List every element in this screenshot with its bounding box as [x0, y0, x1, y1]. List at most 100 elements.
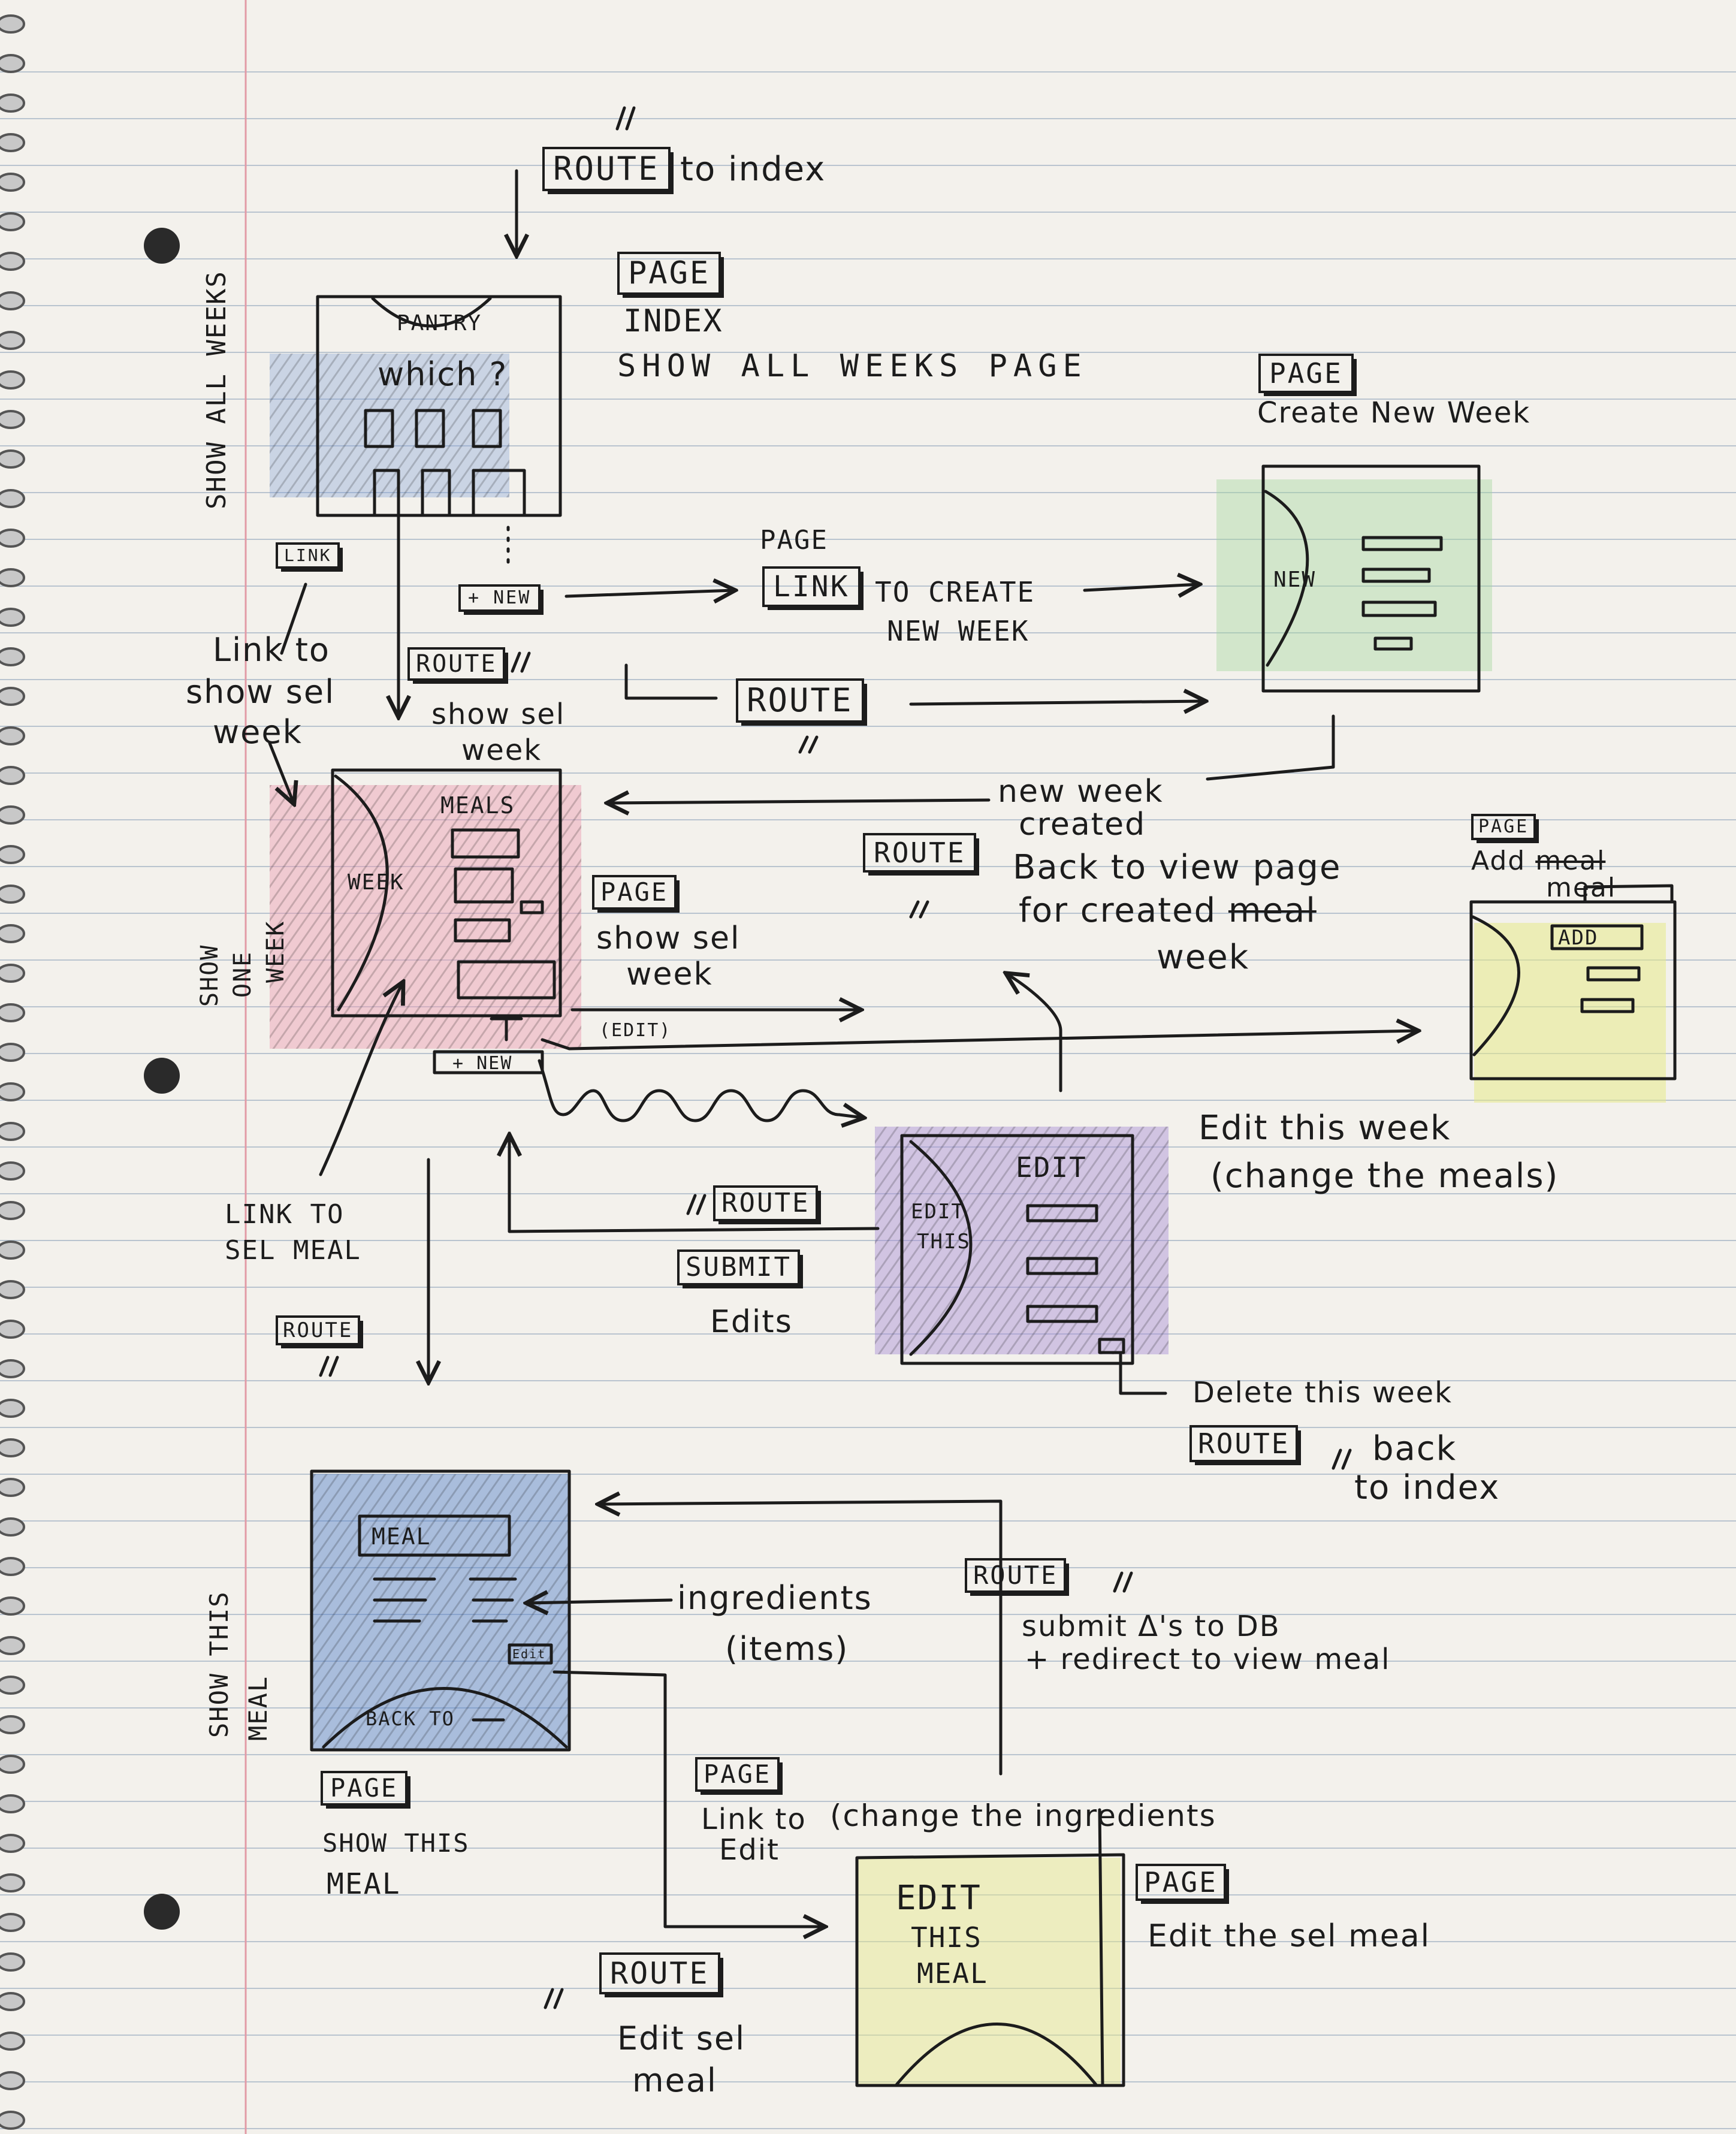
spiral-ring: [0, 726, 25, 745]
arrow-submit-to-week: [509, 1136, 880, 1233]
link-to-label: Link to: [213, 631, 330, 669]
week-label: week: [213, 713, 303, 751]
spiral-ring: [0, 1517, 25, 1537]
punch-hole: [144, 1894, 180, 1930]
spiral-ring: [0, 212, 25, 231]
arrow-route-to-create: [909, 701, 1204, 704]
edit-the-sel-meal-label: Edit the sel meal: [1148, 1918, 1431, 1954]
squiggle-arrow: [538, 1059, 863, 1121]
ingredient-line: [373, 1577, 517, 1623]
punch-hole: [144, 1058, 180, 1094]
one-label: ONE: [229, 950, 256, 998]
week-box-label: WEEK: [348, 870, 404, 895]
back-to-label[interactable]: BACK TO: [366, 1707, 455, 1730]
spiral-ring: [0, 291, 25, 310]
slash-mark: [686, 1194, 707, 1215]
create-week-box: [1261, 464, 1481, 693]
back-arc: [322, 1687, 568, 1749]
arrow-create-to-week: [1206, 714, 1335, 781]
spiral-ring: [0, 133, 25, 152]
page-tag: PAGE: [1258, 354, 1354, 393]
route-tag: ROUTE: [736, 678, 864, 723]
ruled-lines: [0, 71, 1736, 2129]
created-label: created: [1019, 807, 1146, 843]
week-tile: [472, 409, 502, 448]
to-index-label: to index: [1354, 1468, 1500, 1507]
slash-mark: [1113, 1571, 1133, 1593]
link-to-label-3: Link to: [701, 1803, 807, 1836]
pantry-arc: [371, 297, 492, 328]
spiral-ring: [0, 1557, 25, 1576]
pantry-box: [316, 295, 562, 517]
spiral-ring: [0, 1320, 25, 1339]
form-line: [1026, 1204, 1098, 1223]
spiral-ring: [0, 93, 25, 113]
edits-label: Edits: [710, 1304, 793, 1340]
sel-meal-label: SEL MEAL: [225, 1235, 361, 1266]
show-sel-label-2: show sel: [431, 698, 566, 731]
spiral-ring: [0, 1834, 25, 1853]
new-label: NEW: [1273, 568, 1317, 592]
spiral-ring: [0, 1399, 25, 1418]
add-button-box: [1550, 924, 1644, 950]
show-sel-week-label: show sel: [596, 920, 741, 956]
form-line: [1026, 1305, 1098, 1323]
page-tag: PAGE: [321, 1771, 408, 1806]
spiral-ring: [0, 1280, 25, 1299]
show-sel-label: show sel: [186, 673, 336, 711]
submit-to-db-label: submit Δ's to DB: [1022, 1610, 1281, 1643]
spiral-ring: [0, 687, 25, 706]
delete-button: [1098, 1338, 1125, 1354]
edit-this-label-2: THIS: [917, 1230, 971, 1254]
edit-label-2: Edit: [719, 1833, 780, 1867]
new-week-button[interactable]: + NEW: [458, 584, 541, 612]
spiral-ring: [0, 1794, 25, 1813]
meal-label-2: MEAL: [327, 1867, 401, 1901]
spiral-ring: [0, 1755, 25, 1774]
spiral-ring: [0, 370, 25, 390]
struck-meal-text: meal: [1535, 846, 1606, 876]
route-tag: ROUTE: [863, 833, 977, 873]
delete-this-week-label[interactable]: Delete this week: [1192, 1376, 1453, 1409]
edit-week-arc: [909, 1140, 973, 1356]
show-all-weeks-label: SHOW ALL WEEKS PAGE: [617, 348, 1088, 384]
arrow-new-to-add: [541, 1031, 1417, 1051]
route-tag: ROUTE: [599, 1952, 720, 1994]
spiral-ring: [0, 173, 25, 192]
spiral-ring: [0, 1913, 25, 1932]
pantry-label: PANTRY: [397, 311, 482, 336]
week-arc: [334, 774, 389, 1012]
spiral-ring: [0, 1478, 25, 1497]
edit-meal-frame-line: [1098, 1808, 1104, 2087]
spiral-ring: [0, 1043, 25, 1062]
page-tag: PAGE: [1136, 1864, 1226, 1901]
week-tile: [373, 469, 400, 517]
route-tag: ROUTE: [542, 147, 671, 191]
back-label: back: [1372, 1429, 1457, 1468]
new-meal-button[interactable]: + NEW: [452, 1053, 513, 1074]
form-line: [1026, 1257, 1098, 1275]
show-this-label: SHOW THIS: [322, 1828, 470, 1858]
spiral-binding: [0, 14, 25, 2130]
add-button[interactable]: ADD: [1558, 926, 1599, 950]
spiral-ring: [0, 964, 25, 983]
link-to-label-2: LINK TO: [225, 1199, 345, 1230]
create-week-arc: [1264, 490, 1309, 667]
new-week-label: new week: [998, 774, 1164, 810]
edit-week-box: [900, 1134, 1134, 1365]
edit-meal-box: [855, 1853, 1125, 2087]
meal-slot: [451, 828, 520, 859]
spiral-ring: [0, 1715, 25, 1734]
new-week-label: NEW WEEK: [887, 615, 1029, 647]
week-box: [331, 768, 562, 1018]
edit-meal-box-label-2: THIS: [911, 1921, 982, 1954]
arrow-meal-to-edit: [552, 1670, 824, 1927]
punch-hole: [144, 228, 180, 264]
meal-slot-small: [520, 900, 544, 914]
route-to-index-text: to index: [680, 150, 826, 189]
edit-this-label-1: EDIT: [911, 1200, 965, 1224]
meals-label: MEALS: [440, 792, 515, 819]
edit-button[interactable]: Edit: [512, 1647, 547, 1661]
week-label-4: week: [626, 956, 713, 992]
